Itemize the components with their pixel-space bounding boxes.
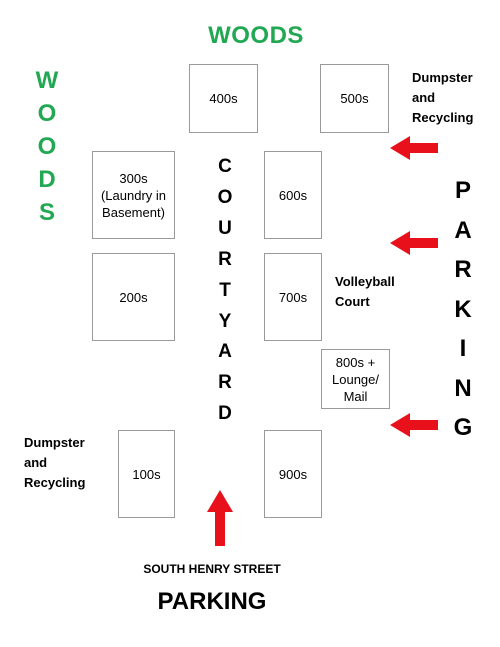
courtyard-label: C O U R T Y A R D (210, 152, 240, 430)
arrow-left-icon (390, 136, 438, 160)
building-label: 100s (132, 466, 161, 482)
courtyard-letter: D (218, 403, 232, 425)
woods-letter: D (38, 166, 56, 193)
building-900s: 900s (264, 430, 322, 518)
parking-letter: R (454, 256, 472, 283)
parking-letter: I (459, 335, 467, 362)
woods-letter: S (38, 199, 55, 226)
woods-letter: W (35, 67, 59, 94)
courtyard-letter: U (218, 217, 232, 239)
building-100s: 100s (118, 430, 175, 518)
courtyard-letter: Y (218, 310, 232, 332)
parking-letter: G (453, 414, 473, 441)
building-label: 300s (Laundry in Basement) (100, 170, 167, 220)
parking-letter: K (454, 295, 472, 323)
street-label: SOUTH HENRY STREET (143, 562, 281, 576)
building-label: 200s (119, 289, 148, 305)
parking-letter: N (454, 374, 472, 402)
courtyard-letter: O (217, 186, 233, 208)
building-300s: 300s (Laundry in Basement) (92, 151, 175, 239)
building-label: 400s (209, 91, 238, 106)
building-label: 900s (278, 466, 308, 482)
building-800s-lounge-mail: 800s + Lounge/ Mail (321, 349, 390, 409)
building-label: 800s + Lounge/ Mail (332, 354, 379, 404)
courtyard-letter: R (218, 372, 232, 394)
courtyard-letter: R (218, 248, 232, 270)
dumpster-recycling-label-top: Dumpster and Recycling (412, 70, 474, 125)
arrow-up-icon (207, 490, 233, 546)
courtyard-letter: T (219, 279, 231, 301)
building-500s: 500s (320, 64, 389, 133)
parking-letter: A (454, 216, 472, 244)
dumpster-recycling-label-bottom: Dumpster and Recycling (24, 435, 86, 490)
parking-label-right: P A R K I N G (448, 171, 478, 448)
arrow-left-icon (390, 231, 438, 255)
arrow-left-icon (390, 413, 438, 437)
woods-label-top: WOODS (208, 22, 304, 49)
building-label: 500s (340, 91, 369, 106)
building-label: 600s (278, 187, 308, 203)
woods-letter: O (37, 100, 57, 127)
courtyard-letter: A (218, 341, 232, 363)
building-600s: 600s (264, 151, 322, 239)
parking-letter: P (454, 177, 471, 204)
building-400s: 400s (189, 64, 258, 133)
woods-letter: O (37, 133, 57, 160)
volleyball-court-label: Volleyball Court (335, 274, 395, 309)
building-label: 700s (278, 289, 308, 305)
building-700s: 700s (264, 253, 322, 341)
courtyard-letter: C (218, 156, 232, 177)
parking-label-bottom: PARKING (157, 588, 267, 615)
woods-label-left: W O O D S (28, 64, 66, 229)
building-200s: 200s (92, 253, 175, 341)
